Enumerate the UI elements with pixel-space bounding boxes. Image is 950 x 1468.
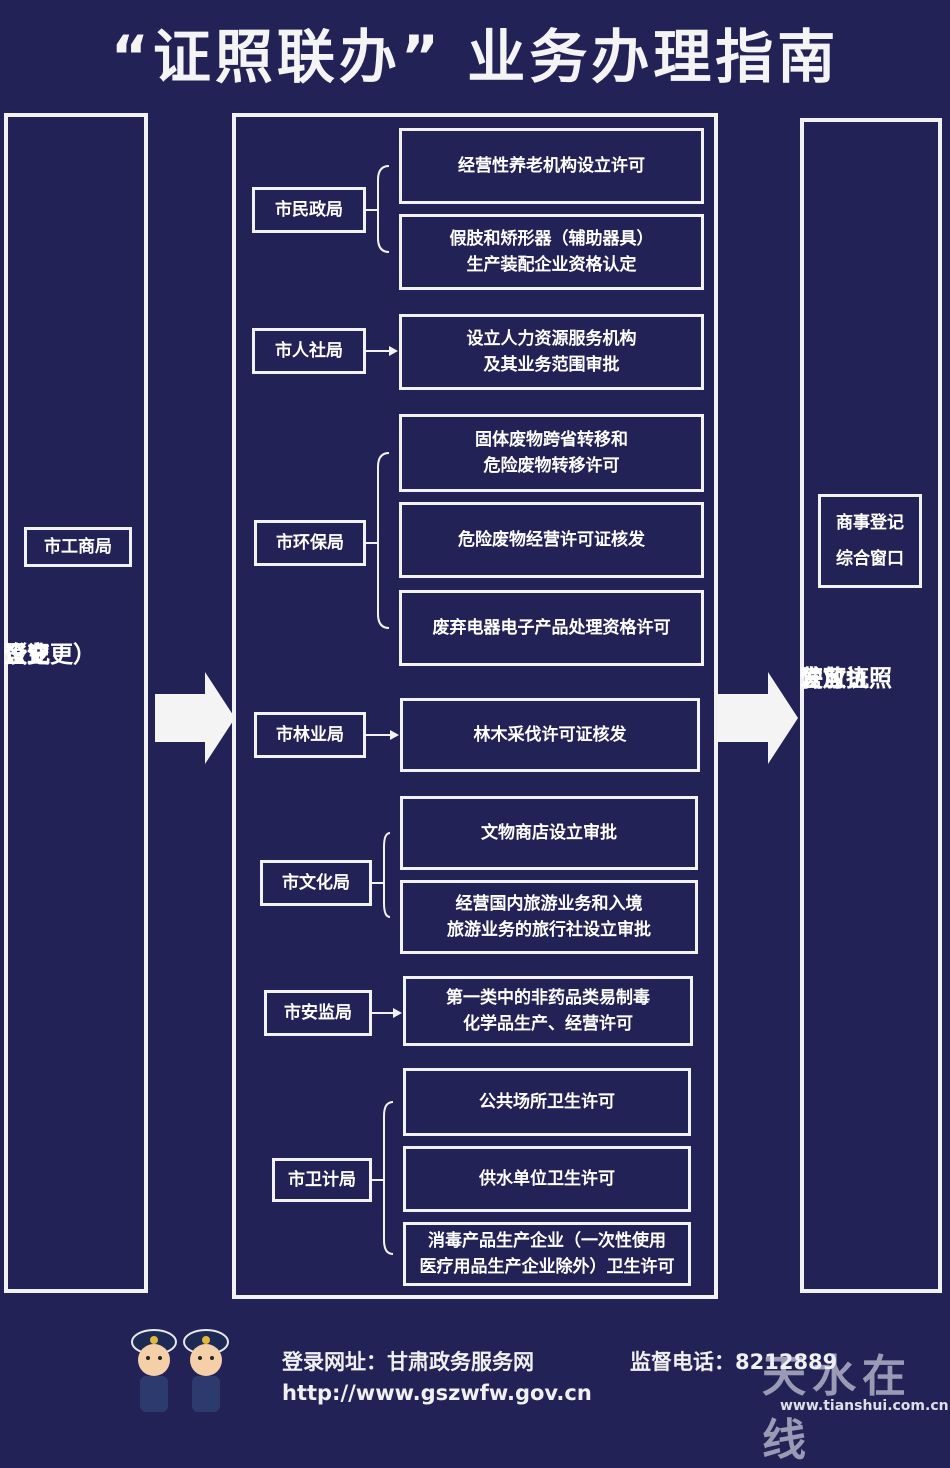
arrow-right-icon — [718, 672, 798, 764]
permit-box: 设立人力资源服务机构 及其业务范围审批 — [399, 314, 704, 390]
permit-box: 林木采伐许可证核发 — [400, 698, 700, 772]
agency-label: 市卫计局 — [288, 1169, 356, 1190]
permit-box: 危险废物经营许可证核发 — [399, 502, 704, 578]
permit-label: 供水单位卫生许可 — [479, 1168, 615, 1189]
middle-column — [232, 113, 718, 1299]
page-title: “证照联办” 业务办理指南 — [110, 23, 840, 91]
agency-label: 市文化局 — [282, 872, 350, 893]
police-mascot-icon — [131, 1329, 229, 1412]
left-line: （变更） — [4, 642, 96, 668]
arrowhead-icon — [393, 1008, 402, 1018]
right-agency-box: 商事登记 综合窗口 — [818, 494, 922, 588]
permit-box: 经营性养老机构设立许可 — [399, 128, 704, 204]
bracket-connector — [366, 165, 390, 253]
permit-box: 消毒产品生产企业（一次性使用 医疗用品生产企业除外）卫生许可 — [403, 1222, 691, 1286]
agency-box: 市安监局 — [264, 990, 372, 1036]
permit-box: 文物商店设立审批 — [400, 796, 698, 870]
permit-label: 经营国内旅游业务和入境 旅游业务的旅行社设立审批 — [447, 893, 651, 940]
permit-label: 林木采伐许可证核发 — [473, 724, 627, 745]
phone-label: 监督电话：8212889 — [630, 1350, 838, 1374]
left-column — [4, 113, 148, 1293]
left-line: 企业 — [4, 642, 50, 668]
permit-label: 废弃电器电子产品处理资格许可 — [432, 617, 671, 638]
right-agency-line: 综合窗口 — [836, 549, 904, 569]
agency-label: 市环保局 — [276, 532, 344, 553]
left-agency-box: 市工商局 — [24, 527, 132, 567]
right-line: 营业执照 — [800, 666, 892, 692]
watermark-url: www.tianshui.com.cn — [780, 1398, 949, 1414]
permit-label: 危险废物经营许可证核发 — [458, 529, 645, 550]
agency-box: 市人社局 — [252, 328, 366, 374]
agency-label: 市人社局 — [275, 340, 343, 361]
permit-label: 文物商店设立审批 — [481, 822, 617, 843]
login-label: 登录网址：甘肃政务服务网 — [282, 1350, 534, 1374]
arrowhead-icon — [389, 346, 398, 356]
agency-label: 市民政局 — [275, 199, 343, 220]
left-line: 设立 — [4, 642, 50, 668]
permit-label: 假肢和矫形器（辅助器具） 生产装配企业资格认定 — [449, 228, 654, 275]
right-column — [800, 118, 942, 1293]
permit-label: 消毒产品生产企业（一次性使用 医疗用品生产企业除外）卫生许可 — [419, 1230, 675, 1277]
permit-label: 公共场所卫生许可 — [479, 1091, 615, 1112]
bracket-connector — [372, 832, 391, 918]
permit-box: 固体废物跨省转移和 危险废物转移许可 — [399, 414, 704, 492]
agency-box: 市环保局 — [254, 520, 366, 566]
website-url[interactable]: http://www.gszwfw.gov.cn — [282, 1381, 592, 1405]
permit-box: 供水单位卫生许可 — [403, 1146, 691, 1212]
permit-box: 经营国内旅游业务和入境 旅游业务的旅行社设立审批 — [400, 880, 698, 954]
agency-box: 市文化局 — [260, 860, 372, 906]
arrowhead-icon — [390, 730, 399, 740]
connector-lines — [366, 165, 402, 1255]
permit-box: 第一类中的非药品类易制毒 化学品生产、经营许可 — [403, 976, 693, 1046]
right-line: 发放 — [800, 666, 846, 692]
left-agency-label: 市工商局 — [44, 536, 112, 557]
bracket-connector — [366, 452, 390, 629]
permit-label: 固体废物跨省转移和 危险废物转移许可 — [475, 429, 628, 476]
agency-box: 市林业局 — [254, 712, 366, 758]
permit-label: 第一类中的非药品类易制毒 化学品生产、经营许可 — [446, 987, 650, 1034]
agency-box: 市卫计局 — [272, 1158, 372, 1202]
agency-label: 市林业局 — [276, 724, 344, 745]
agency-box: 市民政局 — [252, 187, 366, 233]
agency-label: 市安监局 — [284, 1002, 352, 1023]
permit-label: 经营性养老机构设立许可 — [458, 155, 645, 176]
arrow-right-icon — [155, 672, 235, 764]
permit-box: 公共场所卫生许可 — [403, 1068, 691, 1136]
right-line: 许可证 — [800, 666, 869, 692]
permit-box: 废弃电器电子产品处理资格许可 — [399, 590, 704, 666]
bracket-connector — [372, 1101, 394, 1255]
permit-box: 假肢和矫形器（辅助器具） 生产装配企业资格认定 — [399, 214, 704, 290]
left-line: 登记 — [4, 642, 50, 668]
permit-label: 设立人力资源服务机构 及其业务范围审批 — [466, 328, 637, 375]
right-agency-line: 商事登记 — [836, 513, 904, 533]
